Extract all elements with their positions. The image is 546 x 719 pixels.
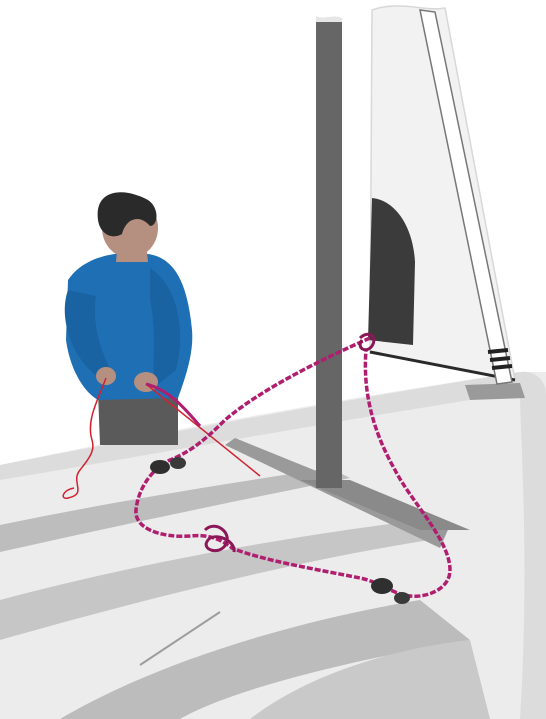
mast-top-flag [316, 16, 342, 22]
mast-pole [316, 22, 342, 488]
sailor [65, 192, 193, 445]
mast [316, 16, 342, 488]
sail [368, 6, 515, 384]
bow-fitting [465, 383, 525, 400]
hand-right [134, 372, 158, 392]
hand-left [96, 367, 116, 385]
boat-hull [0, 372, 546, 719]
